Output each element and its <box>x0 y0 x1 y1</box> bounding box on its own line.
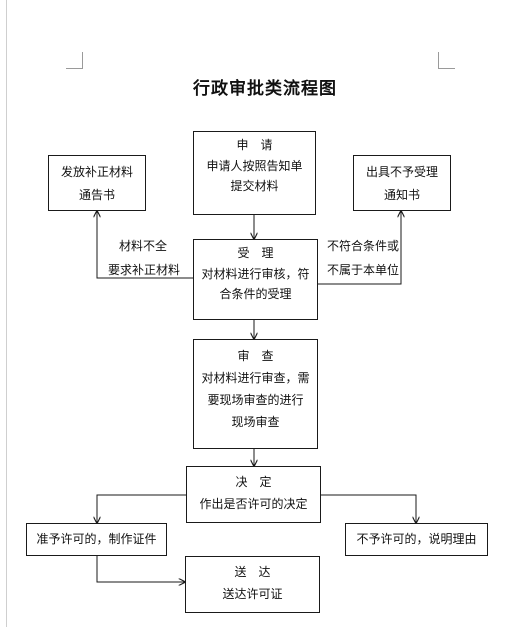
node-accept: 受 理 对材料进行审核，符 合条件的受理 <box>193 239 318 320</box>
label-not-eligible-line-1: 不符合条件或 <box>327 239 400 253</box>
label-incomplete-line-2: 要求补正材料 <box>108 263 181 277</box>
flowchart-title: 行政审批类流程图 <box>193 79 337 99</box>
top-left-crop-mark <box>66 52 83 69</box>
node-decide-line-1: 作出是否许可的决定 <box>199 497 308 511</box>
label-incomplete-line-1: 材料不全 <box>119 239 168 253</box>
label-not-eligible-line-2: 不属于本单位 <box>327 263 400 277</box>
node-accept-line-2: 合条件的受理 <box>219 287 292 301</box>
node-apply-heading: 申 请 <box>236 138 273 152</box>
node-supplement-notice: 发放补正材料 通告书 <box>48 155 146 211</box>
edge-decide-to-deny <box>321 494 416 523</box>
node-review-line-3: 现场审查 <box>231 415 280 429</box>
edge-accept-to-supplement <box>97 211 193 279</box>
node-deny-line-1: 不予许可的，说明理由 <box>356 532 477 546</box>
node-review-line-2: 要现场审查的进行 <box>207 393 304 407</box>
node-rejection-line-1: 出具不予受理 <box>365 165 438 179</box>
node-deliver: 送 达 送达许可证 <box>185 556 320 613</box>
node-approve-line-1: 准予许可的，制作证件 <box>36 532 157 546</box>
node-review: 审 查 对材料进行审查，需 要现场审查的进行 现场审查 <box>193 339 318 449</box>
node-accept-line-1: 对材料进行审核，符 <box>201 267 310 281</box>
edge-accept-to-rejection <box>318 211 401 285</box>
node-decide-heading: 决 定 <box>235 475 272 489</box>
node-supplement-line-2: 通告书 <box>78 188 115 202</box>
node-apply-line-2: 提交材料 <box>230 179 279 193</box>
node-supplement-line-1: 发放补正材料 <box>60 165 133 179</box>
page-margin-line <box>6 0 7 627</box>
node-review-heading: 审 查 <box>237 349 274 363</box>
node-review-line-1: 对材料进行审查，需 <box>201 371 310 385</box>
node-apply-line-1: 申请人按照告知单 <box>206 159 303 173</box>
edge-approve-to-deliver <box>96 556 185 582</box>
node-accept-heading: 受 理 <box>237 246 274 260</box>
node-deny: 不予许可的，说明理由 <box>345 523 488 556</box>
node-rejection-line-2: 通知书 <box>383 188 420 202</box>
node-deliver-heading: 送 达 <box>234 565 271 579</box>
node-approve: 准予许可的，制作证件 <box>26 523 167 556</box>
node-apply: 申 请 申请人按照告知单 提交材料 <box>193 131 316 215</box>
node-decide: 决 定 作出是否许可的决定 <box>186 466 321 523</box>
top-right-crop-mark <box>438 52 455 69</box>
node-deliver-line-1: 送达许可证 <box>222 587 283 601</box>
edge-decide-to-approve <box>97 494 186 523</box>
node-rejection-notice: 出具不予受理 通知书 <box>353 155 451 211</box>
